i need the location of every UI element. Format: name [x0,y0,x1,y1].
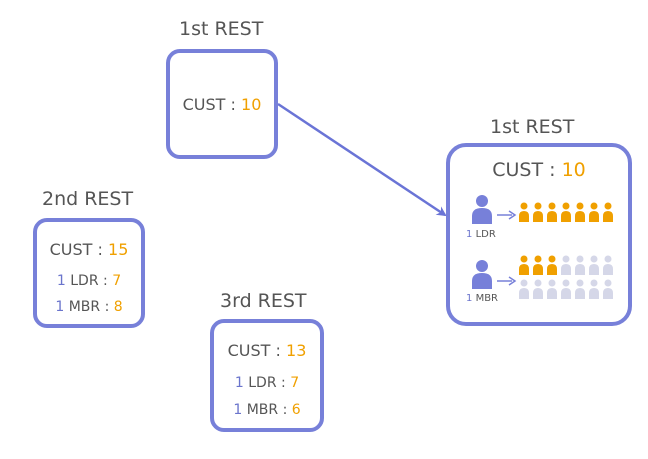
ldr-seat-icon [533,202,543,222]
rest1-title: 1st REST [179,18,264,40]
ldr-count: 1 [466,229,473,240]
rest3-ldr-line: 1 LDR : 7 [214,375,320,391]
rest3-mbr-label: MBR : [246,402,288,418]
rest1-box[interactable]: CUST : 10 [166,49,278,159]
mbr-seat-grid [519,255,613,299]
ldr-person-icon [472,195,492,224]
rest3-cust-value: 13 [286,341,307,360]
rest2-box[interactable]: CUST : 15 1 LDR : 7 1 MBR : 8 [33,218,145,328]
mbr-arrow-icon [497,276,517,286]
rest3-ldr-label: LDR : [248,375,286,391]
rest1-cust-line: CUST : 10 [170,95,274,114]
mbr-count: 1 [466,293,473,304]
mbr-seat-icon [561,279,571,299]
rest2-cust-value: 15 [108,240,129,259]
mbr-seat-icon [519,255,529,275]
mbr-seat-icon [589,279,599,299]
rest1-cust-label: CUST : [182,95,236,114]
detail-box[interactable]: CUST : 10 [446,143,632,326]
mbr-seat-icon [519,279,529,299]
mbr-label: MBR [475,293,498,304]
detail-cust-label: CUST : [492,159,556,181]
rest3-cust-label: CUST : [227,341,281,360]
ldr-seat-icon [547,202,557,222]
ldr-label: LDR [475,229,496,240]
mbr-seat-icon [533,279,543,299]
rest2-cust-line: CUST : 15 [37,240,141,259]
rest2-cust-label: CUST : [49,240,103,259]
rest3-ldr-count: 1 [234,375,244,391]
mbr-seat-icon [575,255,585,275]
detail-cust-value: 10 [561,159,586,181]
mbr-seat-icon [575,279,585,299]
rest2-ldr-count: 1 [56,273,66,289]
rest2-mbr-line: 1 MBR : 8 [37,299,141,315]
detail-title: 1st REST [490,116,575,138]
rest3-ldr-value: 7 [290,375,300,391]
rest3-cust-line: CUST : 13 [214,341,320,360]
rest2-mbr-value: 8 [113,299,123,315]
mbr-caption: 1 MBR [466,293,498,304]
ldr-seat-grid [519,202,613,222]
ldr-seat-icon [575,202,585,222]
rest2-mbr-count: 1 [55,299,65,315]
rest2-ldr-line: 1 LDR : 7 [37,273,141,289]
mbr-seat-icon [547,279,557,299]
rest3-mbr-value: 6 [291,402,301,418]
ldr-seat-icon [519,202,529,222]
ldr-seat-icon [603,202,613,222]
mbr-seat-icon [533,255,543,275]
mbr-seat-icon [603,279,613,299]
ldr-seat-icon [561,202,571,222]
mbr-seat-icon [547,255,557,275]
rest3-mbr-line: 1 MBR : 6 [214,402,320,418]
rest3-box[interactable]: CUST : 13 1 LDR : 7 1 MBR : 6 [210,319,324,432]
rest1-cust-value: 10 [241,95,262,114]
rest2-ldr-label: LDR : [70,273,108,289]
mbr-person-icon [472,260,492,289]
ldr-arrow-icon [497,210,517,220]
detail-cust-line: CUST : 10 [450,159,628,181]
rest2-mbr-label: MBR : [68,299,110,315]
mbr-seat-icon [589,255,599,275]
rest3-title: 3rd REST [220,290,307,312]
rest2-title: 2nd REST [42,188,134,210]
rest2-ldr-value: 7 [112,273,122,289]
mbr-seat-icon [603,255,613,275]
rest3-mbr-count: 1 [233,402,243,418]
mbr-seat-icon [561,255,571,275]
ldr-caption: 1 LDR [466,229,496,240]
ldr-seat-icon [589,202,599,222]
